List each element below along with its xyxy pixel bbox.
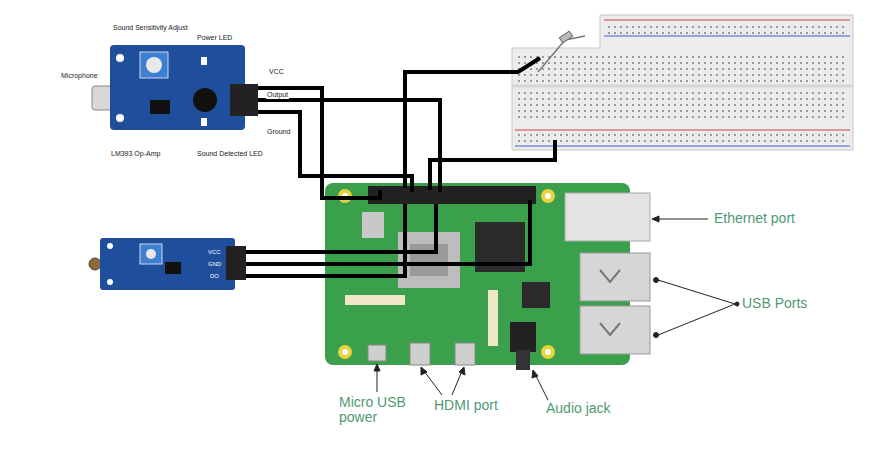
- pin-label: VCC: [208, 249, 221, 256]
- part-label: Microphone: [60, 72, 99, 80]
- port-label: Ethernet port: [713, 211, 796, 226]
- pin-label: VCC: [268, 68, 285, 76]
- sound-sensor: [92, 45, 258, 130]
- port-label: HDMI port: [433, 398, 499, 413]
- part-label: Sound Sensitivity Adjust: [112, 24, 189, 32]
- leader-lines: [374, 216, 739, 400]
- part-label: LM393 Op-Amp: [110, 150, 161, 158]
- part-label: Sound Detected LED: [196, 150, 264, 158]
- light-sensor: [89, 238, 246, 290]
- part-label: Power LED: [196, 34, 233, 42]
- breadboard: [512, 15, 853, 150]
- port-label: USB Ports: [741, 296, 808, 311]
- pin-label: Output: [266, 91, 289, 99]
- jumper-wires: [246, 58, 555, 276]
- port-label: Micro USB power: [338, 395, 418, 426]
- port-label: Audio jack: [545, 401, 612, 416]
- pin-label: Ground: [266, 128, 291, 136]
- pin-label: DO: [210, 273, 219, 280]
- pin-label: GND: [208, 261, 221, 268]
